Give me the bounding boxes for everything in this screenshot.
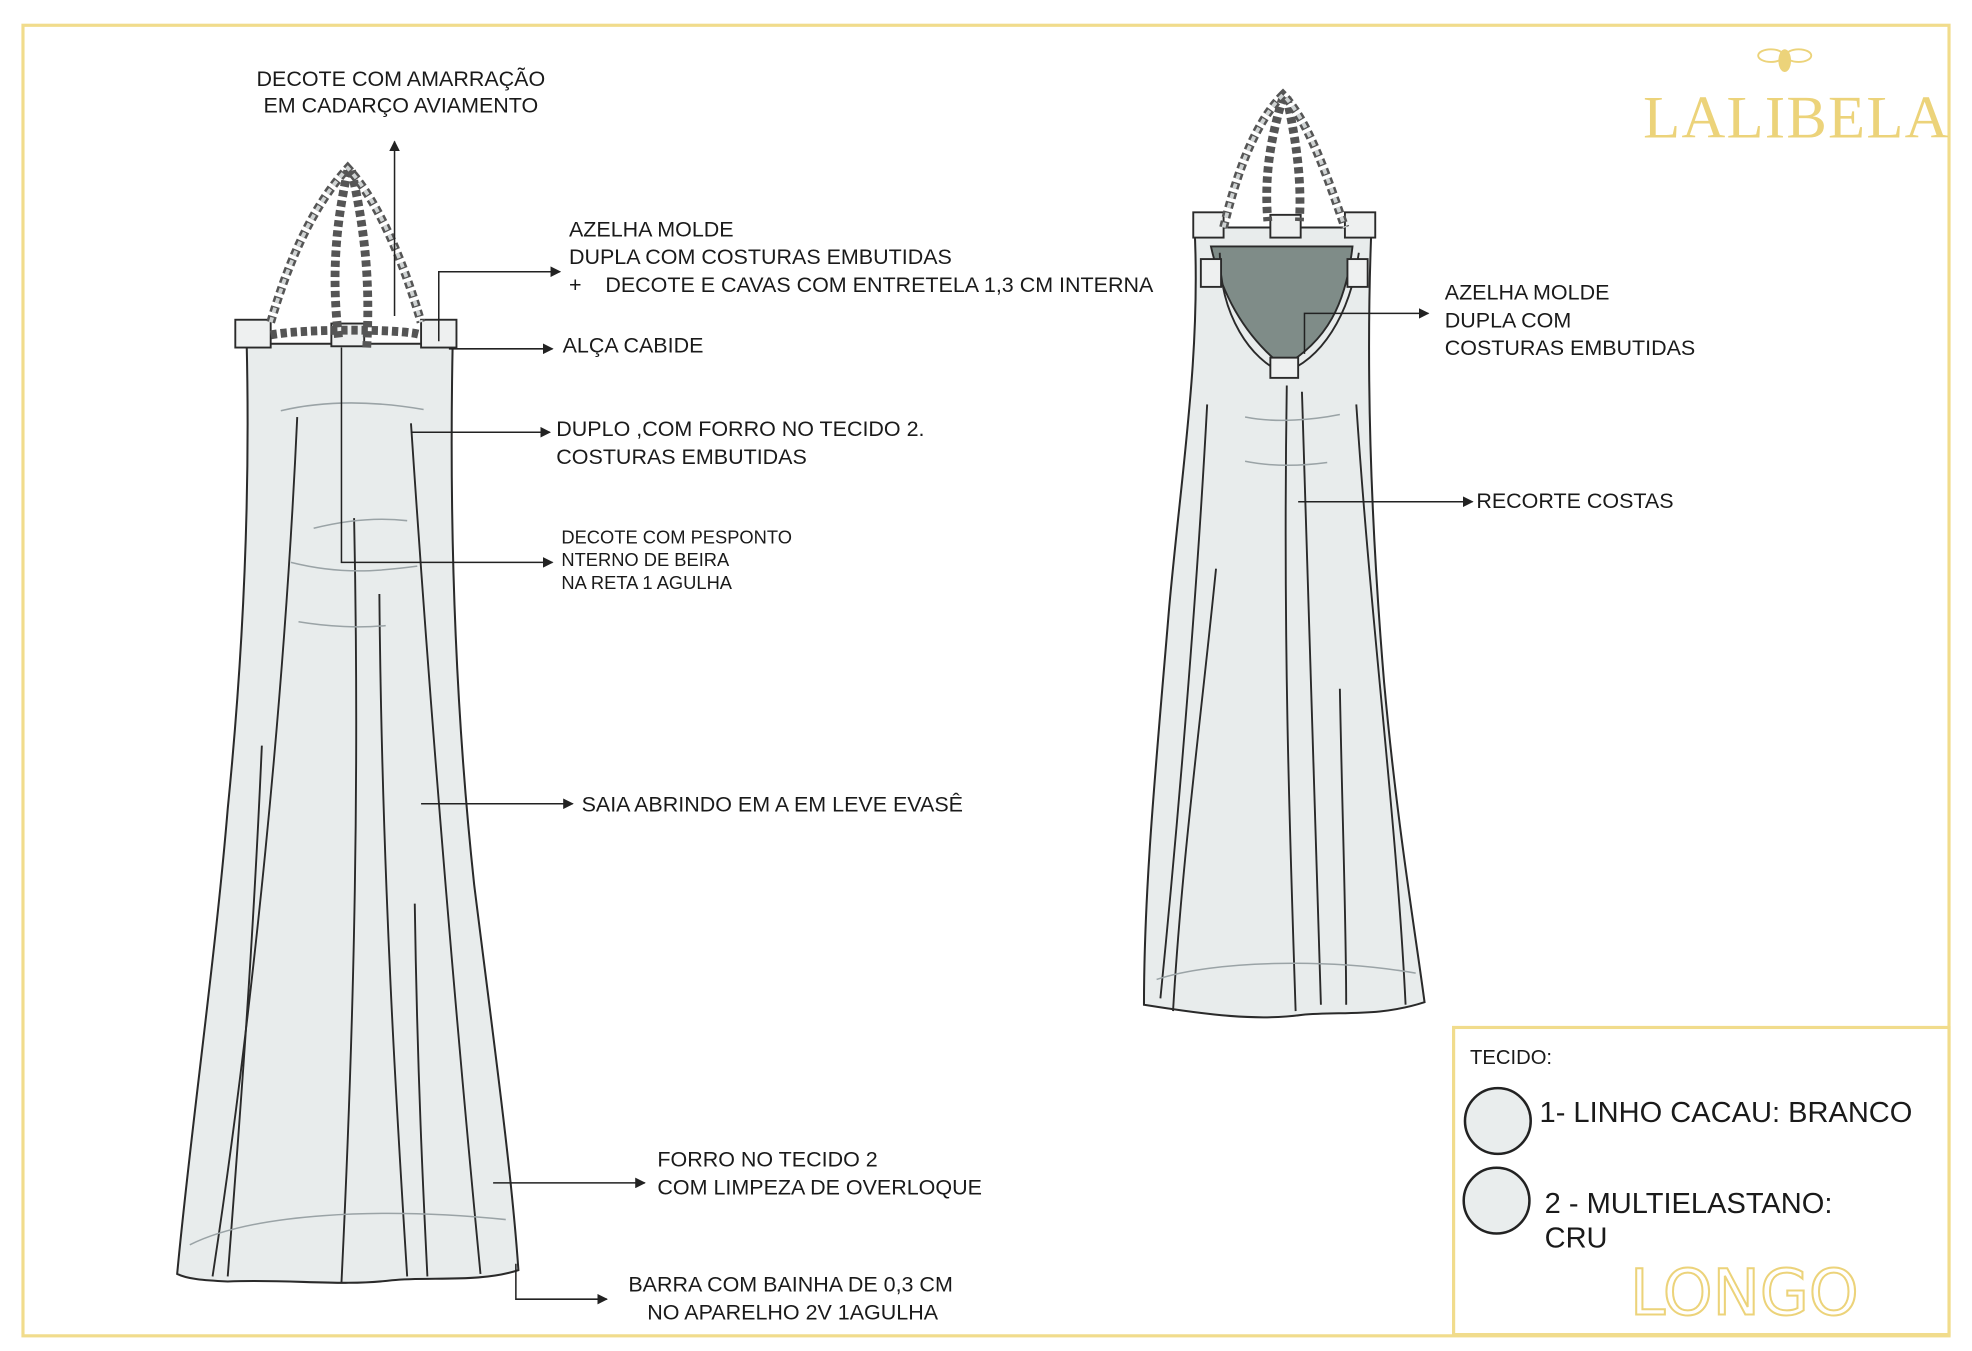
callout-topstitch-3: NA RETA 1 AGULHA [561, 572, 732, 593]
callout-back-loop-1: AZELHA MOLDE [1445, 281, 1610, 305]
callout-neckline-tie-1: DECOTE COM AMARRAÇÃO [257, 66, 546, 91]
front-dress-drawing [176, 161, 520, 1284]
callout-back-loop-2: DUPLA COM [1445, 308, 1571, 332]
callout-hem-2: NO APARELHO 2V 1AGULHA [647, 1300, 938, 1324]
leader-lines [340, 140, 1474, 1305]
callout-topstitch-1: DECOTE COM PESPONTO [561, 526, 792, 547]
fabric-swatch-2 [1462, 1166, 1531, 1235]
bee-icon [1757, 48, 1813, 73]
fabric-2-color: CRU [1545, 1222, 1608, 1254]
callout-double-2: COSTURAS EMBUTIDAS [556, 445, 807, 469]
callout-back-panel: RECORTE COSTAS [1476, 489, 1673, 513]
callout-loop-2: DUPLA COM COSTURAS EMBUTIDAS [569, 245, 952, 269]
callout-topstitch-2: NTERNO DE BEIRA [561, 549, 730, 570]
fabric-1-label: 1- LINHO CACAU: BRANCO [1540, 1097, 1913, 1129]
legend-title: TECIDO: [1470, 1047, 1552, 1069]
fabric-swatch-1 [1463, 1086, 1532, 1156]
callout-hem-1: BARRA COM BAINHA DE 0,3 CM [628, 1273, 953, 1297]
brand-logo: LALIBELA [1643, 85, 1950, 152]
callout-lining-1: FORRO NO TECIDO 2 [657, 1147, 877, 1171]
page-frame [21, 23, 1951, 1338]
back-dress-drawing [1142, 88, 1426, 1019]
callout-loop-1: AZELHA MOLDE [569, 217, 734, 241]
callout-neckline-tie-2: EM CADARÇO AVIAMENTO [263, 93, 538, 117]
callout-skirt: SAIA ABRINDO EM A EM LEVE EVASÊ [582, 791, 963, 816]
callout-hanger-strap: ALÇA CABIDE [563, 334, 704, 358]
callout-loop-3: + DECOTE E CAVAS COM ENTRETELA 1,3 CM IN… [569, 273, 1154, 297]
callout-lining-2: COM LIMPEZA DE OVERLOQUE [657, 1175, 981, 1199]
callout-double-1: DUPLO ,COM FORRO NO TECIDO 2. [556, 417, 924, 441]
callout-back-loop-3: COSTURAS EMBUTIDAS [1445, 336, 1696, 360]
style-name: LONGO [1630, 1255, 1859, 1329]
fabric-2-label: 2 - MULTIELASTANO: [1545, 1188, 1833, 1220]
fabric-legend: TECIDO: 1- LINHO CACAU: BRANCO 2 - MULTI… [1452, 1025, 1951, 1337]
